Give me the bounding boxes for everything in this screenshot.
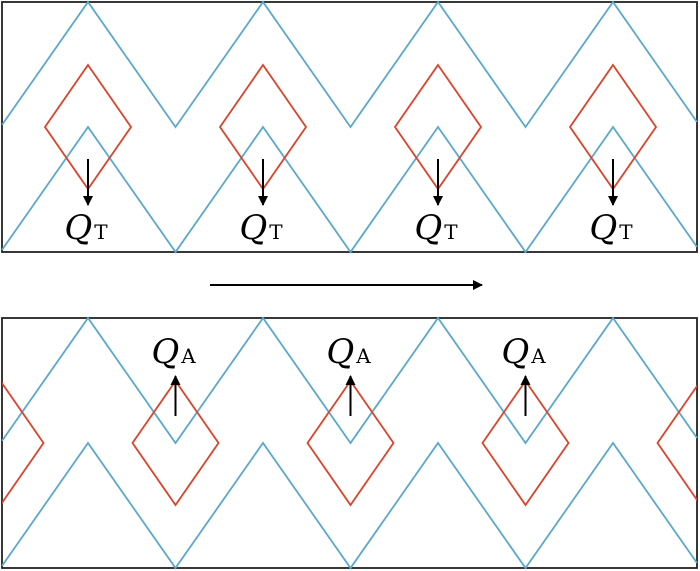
flux-label-main: Q bbox=[589, 208, 617, 248]
flux-label-main: Q bbox=[64, 208, 92, 248]
flux-label-main: Q bbox=[151, 332, 179, 372]
upper-zigzag bbox=[1, 0, 698, 129]
flux-label-main: Q bbox=[501, 332, 529, 372]
flux-label-sub: A bbox=[180, 344, 196, 368]
flux-label-sub: T bbox=[94, 220, 108, 244]
red-diamond bbox=[131, 379, 220, 507]
red-diamond bbox=[656, 384, 697, 502]
red-diamond bbox=[2, 381, 45, 505]
red-diamond bbox=[481, 379, 570, 507]
flux-label-sub: T bbox=[269, 220, 283, 244]
flux-label-main: Q bbox=[239, 208, 267, 248]
flux-label-sub: T bbox=[444, 220, 458, 244]
upper-zigzag bbox=[1, 316, 698, 445]
flux-label-sub: A bbox=[355, 344, 371, 368]
flux-label-main: Q bbox=[326, 332, 354, 372]
lower-zigzag bbox=[1, 441, 698, 570]
flux-label-main: Q bbox=[414, 208, 442, 248]
diamonds bbox=[2, 379, 697, 507]
red-diamond bbox=[306, 379, 395, 507]
lower-zigzag bbox=[1, 125, 698, 254]
flux-label-sub: T bbox=[619, 220, 633, 244]
flux-label-sub: A bbox=[530, 344, 546, 368]
